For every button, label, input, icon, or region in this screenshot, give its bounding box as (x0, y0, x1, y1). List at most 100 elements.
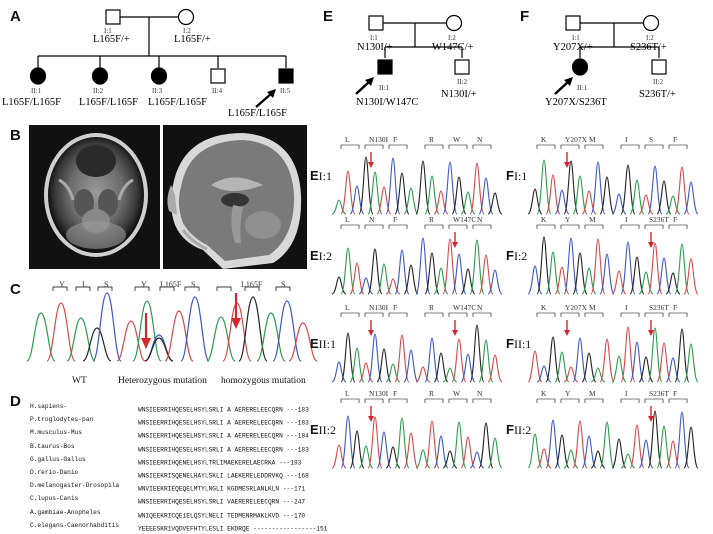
trace-peak (590, 161, 606, 215)
mutation-arrow-icon (648, 406, 654, 422)
trace-peak (665, 195, 681, 215)
chromatogram-caption: homozygous mutation (221, 376, 306, 386)
base-label: N (477, 135, 483, 144)
trace-peak (536, 236, 552, 295)
trace-peak (415, 449, 431, 469)
panel-f-row-label: FI:1 (506, 168, 528, 183)
chromatogram-trace (331, 398, 419, 469)
conserved-residue: L (204, 485, 209, 493)
species-name: C.elegans-Caenorhabditis (30, 521, 120, 529)
base-label: L165F (241, 280, 263, 289)
mutation-arrow-icon (368, 152, 374, 168)
alignment-sequence: WNSIEEKRISQENELHAYLSKLI LAEKERELEDDRVKQ … (138, 472, 309, 480)
base-label: W147C (453, 215, 477, 224)
trace-peak (460, 436, 476, 469)
residue-position: ---170 (279, 512, 306, 520)
trace-peak (545, 336, 561, 383)
alignment-row: D.rerio-DanioWNSIEEKRISQENELHAYLSKLI LAE… (30, 468, 327, 481)
trace-peak (424, 420, 440, 469)
base-label: Y (565, 215, 571, 224)
alignment-row: M.musculus-MusWNSIEERRIHQESELHSYLSRLI A … (30, 428, 327, 441)
trace-peak (433, 435, 449, 469)
alignment-row: A.gambiae-AnophelesWNIQEEKRICQE1ELQSYLNE… (30, 508, 327, 521)
pedigree-male-unaffected (210, 68, 226, 84)
pedigree-id: II:1 (577, 84, 588, 92)
pedigree-id: II:2 (93, 87, 104, 95)
base-label: N (477, 215, 483, 224)
trace-peak (629, 256, 645, 295)
alignment-sequence: WNSIEERRIHQESELHSYLSRLI A AERERELEECQRN … (138, 406, 309, 414)
panel-label-e: E (323, 8, 334, 25)
base-label: Y (565, 389, 571, 398)
base-label: R (429, 215, 435, 224)
residue-position: -----------------151 (249, 525, 328, 533)
base-label: N (477, 303, 483, 312)
trace-peak (415, 237, 431, 295)
trace-peak (424, 175, 440, 215)
trace-peak (376, 263, 392, 295)
conserved-residue: L (204, 472, 209, 480)
base-label: F (393, 303, 398, 312)
trace-peak (674, 166, 690, 215)
trace-peak (451, 338, 467, 383)
conserved-residue: L (204, 406, 209, 414)
trace-peak (572, 420, 588, 469)
trace-peak (385, 157, 401, 215)
species-name: D.rerio-Danio (30, 468, 79, 476)
trace-peak (572, 175, 588, 215)
panel-f-row-label: FII:1 (506, 336, 532, 351)
proband-arrow-icon (554, 77, 573, 95)
pedigree-id: II:2 (457, 78, 468, 86)
trace-peak (647, 327, 663, 383)
trace-peak (349, 262, 365, 295)
alignment-sequence: WNSIEERRIHQESELHSYLSRLI VAERERELEECQRN -… (138, 498, 306, 506)
sequence-alignment: H.sapiens- WNSIEERRIHQESELHSYLSRLI A AERE… (30, 402, 327, 534)
trace-peak (340, 247, 356, 295)
residue-position: ---183 (282, 406, 309, 414)
pedigree-male-unaffected (105, 9, 121, 25)
species-name: G.gallus-Gallus (30, 455, 86, 463)
alignment-sequence: WNSIEERRIHQESELHSYLSRLI A AERERELEECQRN … (138, 432, 309, 440)
trace-peak (572, 337, 588, 383)
base-label: K (541, 135, 547, 144)
pedigree-a (29, 8, 294, 108)
trace-peak (647, 242, 663, 295)
trace-peak (394, 334, 410, 383)
base-label: S (104, 280, 109, 289)
trace-peak (572, 252, 588, 295)
trace-peak (376, 431, 392, 469)
trace-peak (656, 425, 672, 469)
base-label: W (453, 135, 461, 144)
trace-peak (403, 264, 419, 295)
base-label: L (345, 303, 350, 312)
panel-label-b: B (10, 127, 21, 144)
base-label: S236T (649, 389, 670, 398)
trace-peak (527, 433, 543, 469)
base-label: L (345, 215, 350, 224)
species-name: H.sapiens- (30, 403, 68, 410)
pedigree-f (554, 14, 667, 95)
chromatogram-trace (331, 144, 419, 215)
trace-peak (620, 453, 636, 469)
residue-position: ---247 (279, 498, 306, 506)
residue-position: ---183 (282, 419, 309, 427)
trace-peak (590, 450, 606, 469)
trace-peak (536, 365, 552, 383)
trace-peak (674, 411, 690, 469)
trace-peak (331, 276, 347, 295)
species-name: P.troglodytes-pan (30, 416, 94, 424)
pedigree-genotype: L165F/+ (174, 34, 211, 45)
mutation-arrow-icon (648, 320, 654, 336)
pedigree-id: I:1 (370, 34, 378, 42)
trace-peak (656, 257, 672, 295)
trace-peak (367, 248, 383, 295)
mri-sagittal-image (163, 125, 307, 269)
trace-peak (358, 156, 374, 215)
species-name: A.gambiae-Anopheles (30, 508, 101, 516)
chromatogram-trace (611, 144, 699, 215)
chromatogram-caption: Heterozygous mutation (118, 376, 207, 386)
alignment-row: D.melanogaster-DrosopilaWNVIEEKRIEQEQELM… (30, 481, 327, 494)
base-label: K (541, 389, 547, 398)
base-label: M (589, 215, 596, 224)
trace-peak (340, 415, 356, 469)
